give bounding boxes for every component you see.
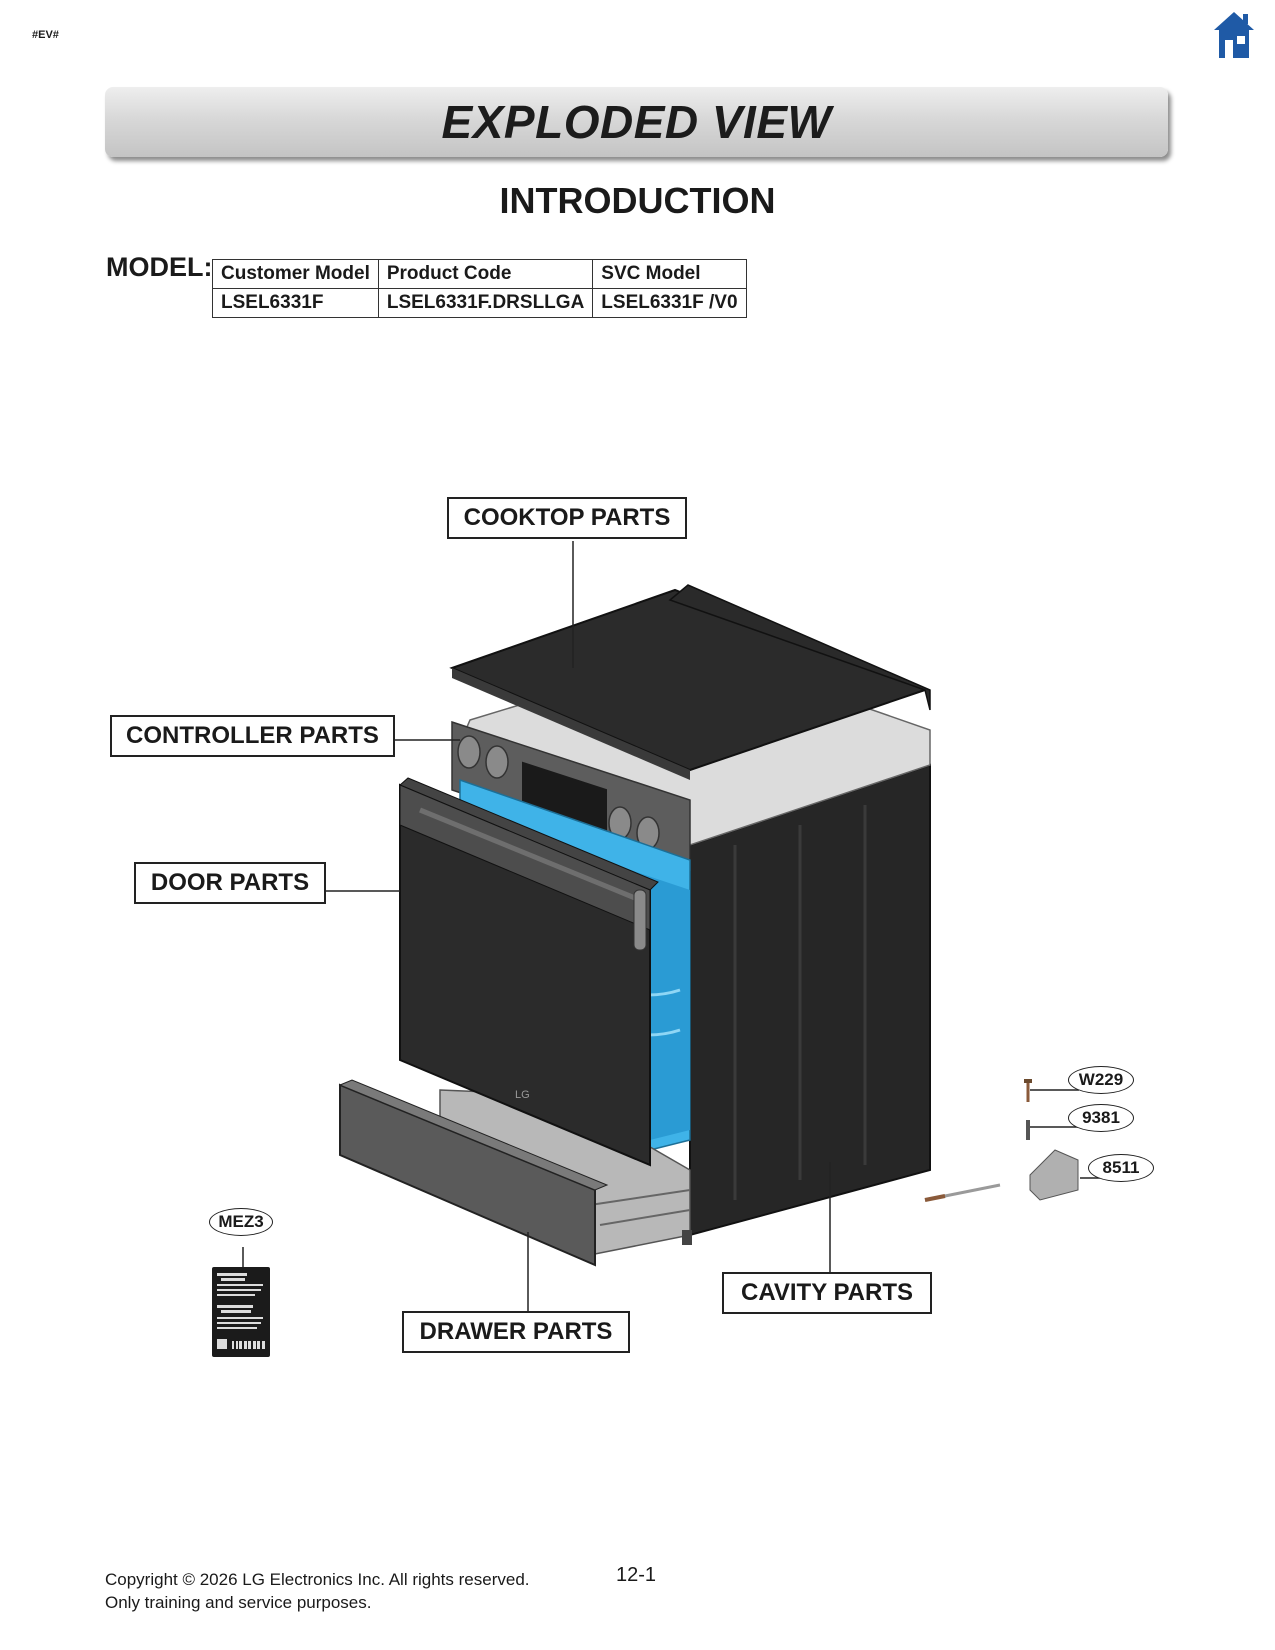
title-banner: EXPLODED VIEW xyxy=(105,87,1168,157)
warning-label-image xyxy=(212,1267,270,1357)
cooktop-parts-callout[interactable]: COOKTOP PARTS xyxy=(447,497,687,539)
section-subtitle: INTRODUCTION xyxy=(499,180,776,221)
controller-parts-callout[interactable]: CONTROLLER PARTS xyxy=(110,715,395,757)
header-svc-model: SVC Model xyxy=(592,259,747,289)
customer-model-value: LSEL6331F xyxy=(212,288,379,318)
hardware-bracket-8511 xyxy=(924,1149,1079,1202)
header-customer-model: Customer Model xyxy=(212,259,379,289)
table-header-row: Customer Model Product Code SVC Model xyxy=(212,259,747,289)
hardware-screw-w229 xyxy=(1024,1079,1032,1102)
usage-note: Only training and service purposes. xyxy=(105,1593,372,1612)
table-row: LSEL6331F LSEL6331F.DRSLLGA LSEL6331F /V… xyxy=(212,288,747,318)
model-label: MODEL: xyxy=(106,252,213,282)
document-tag: #EV# xyxy=(32,29,59,41)
part-number-mez3[interactable]: MEZ3 xyxy=(209,1208,273,1236)
part-number-w229[interactable]: W229 xyxy=(1068,1066,1134,1094)
page-number: 12-1 xyxy=(616,1564,657,1586)
copyright-text: Copyright © 2026 LG Electronics Inc. All… xyxy=(105,1570,530,1589)
cavity-parts-callout[interactable]: CAVITY PARTS xyxy=(722,1272,932,1314)
door-logo: LG xyxy=(515,1089,530,1101)
door-parts-callout[interactable]: DOOR PARTS xyxy=(134,862,326,904)
drawer-parts-callout[interactable]: DRAWER PARTS xyxy=(402,1311,630,1353)
model-table: Customer Model Product Code SVC Model LS… xyxy=(212,259,747,318)
home-icon[interactable] xyxy=(1212,10,1256,60)
cooktop-backguard xyxy=(668,584,931,711)
product-code-value: LSEL6331F.DRSLLGA xyxy=(377,288,594,318)
part-number-9381[interactable]: 9381 xyxy=(1068,1104,1134,1132)
footer: Copyright © 2026 LG Electronics Inc. All… xyxy=(105,1568,530,1614)
svc-model-value: LSEL6331F /V0 xyxy=(592,288,747,318)
control-knobs xyxy=(457,735,660,850)
part-number-8511[interactable]: 8511 xyxy=(1088,1154,1154,1182)
cavity-side-panel xyxy=(689,763,931,1237)
page-title: EXPLODED VIEW xyxy=(441,96,832,148)
